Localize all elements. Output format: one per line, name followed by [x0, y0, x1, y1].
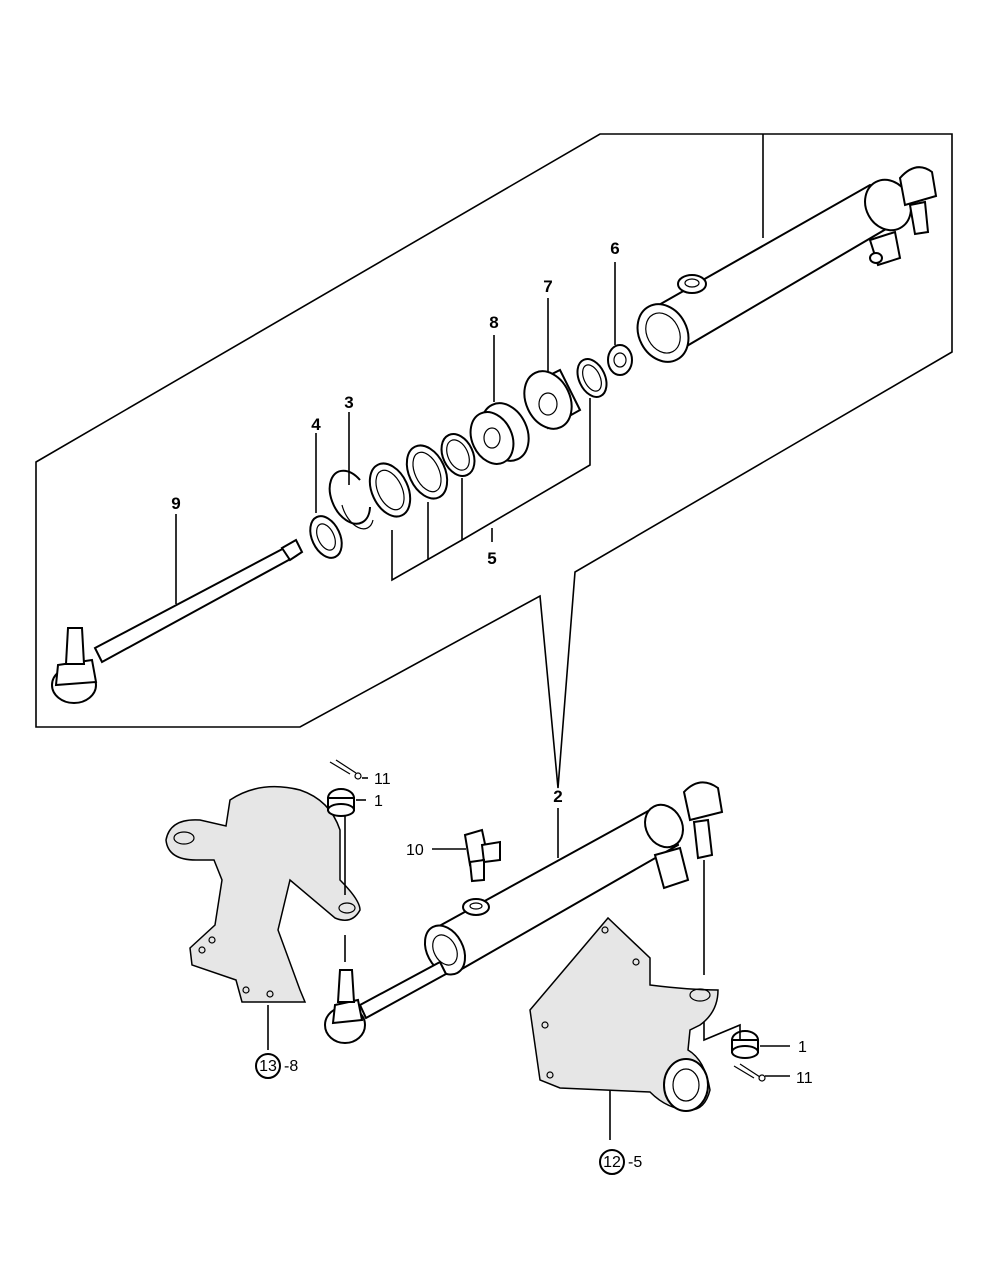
callout-2: 2 [553, 787, 562, 806]
detail-leaders [175, 262, 616, 604]
callout-4: 4 [311, 415, 321, 434]
callout-5: 5 [487, 549, 496, 568]
bracket-left [165, 785, 361, 1003]
housing-right [529, 916, 719, 1112]
callout-7: 7 [543, 277, 552, 296]
callout-labels: 6 7 8 3 4 9 5 2 11 1 10 1 11 [171, 239, 812, 1087]
callout-1-bottom: 1 [798, 1039, 807, 1056]
ref-12-suffix: -5 [628, 1154, 642, 1171]
callout-1-top: 1 [374, 793, 383, 810]
part-10-elbow-fitting [463, 828, 501, 883]
main-leaders [267, 777, 790, 1140]
detail-cylinder-barrel [636, 166, 938, 363]
part-1-nut-top [327, 788, 355, 817]
part-4-lock-washer [309, 515, 343, 559]
part-3-snap-ring [328, 469, 374, 530]
ref-12-number: 12 [603, 1154, 621, 1171]
part-11-cotter-pin-top [329, 759, 362, 780]
part-seal-ring-d [368, 462, 412, 518]
main-cylinder-assembly [324, 781, 724, 1044]
part-11-cotter-pin-bottom [733, 1063, 766, 1082]
callout-9: 9 [171, 494, 180, 513]
ref-13-number: 13 [259, 1058, 277, 1075]
part-6-nut [607, 344, 633, 376]
callout-3: 3 [344, 393, 353, 412]
callout-6: 6 [610, 239, 619, 258]
callout-11-bottom: 11 [796, 1070, 813, 1087]
part-seal-ring-b [440, 433, 476, 477]
ref-13-suffix: -8 [284, 1058, 298, 1075]
ref-callout-13: 13 -8 [255, 1053, 298, 1079]
part-seal-ring-a [576, 358, 608, 398]
part-8-piston-head [469, 402, 530, 465]
part-1-nut-bottom [731, 1030, 759, 1059]
part-seal-ring-c [405, 444, 449, 500]
callout-8: 8 [489, 313, 498, 332]
detail-frame [35, 133, 953, 789]
callout-11-top: 11 [374, 771, 391, 788]
ref-callout-12: 12 -5 [599, 1149, 642, 1175]
part-7-piston [523, 368, 582, 430]
callout-10: 10 [406, 842, 424, 859]
part-9-piston-rod [51, 538, 304, 704]
